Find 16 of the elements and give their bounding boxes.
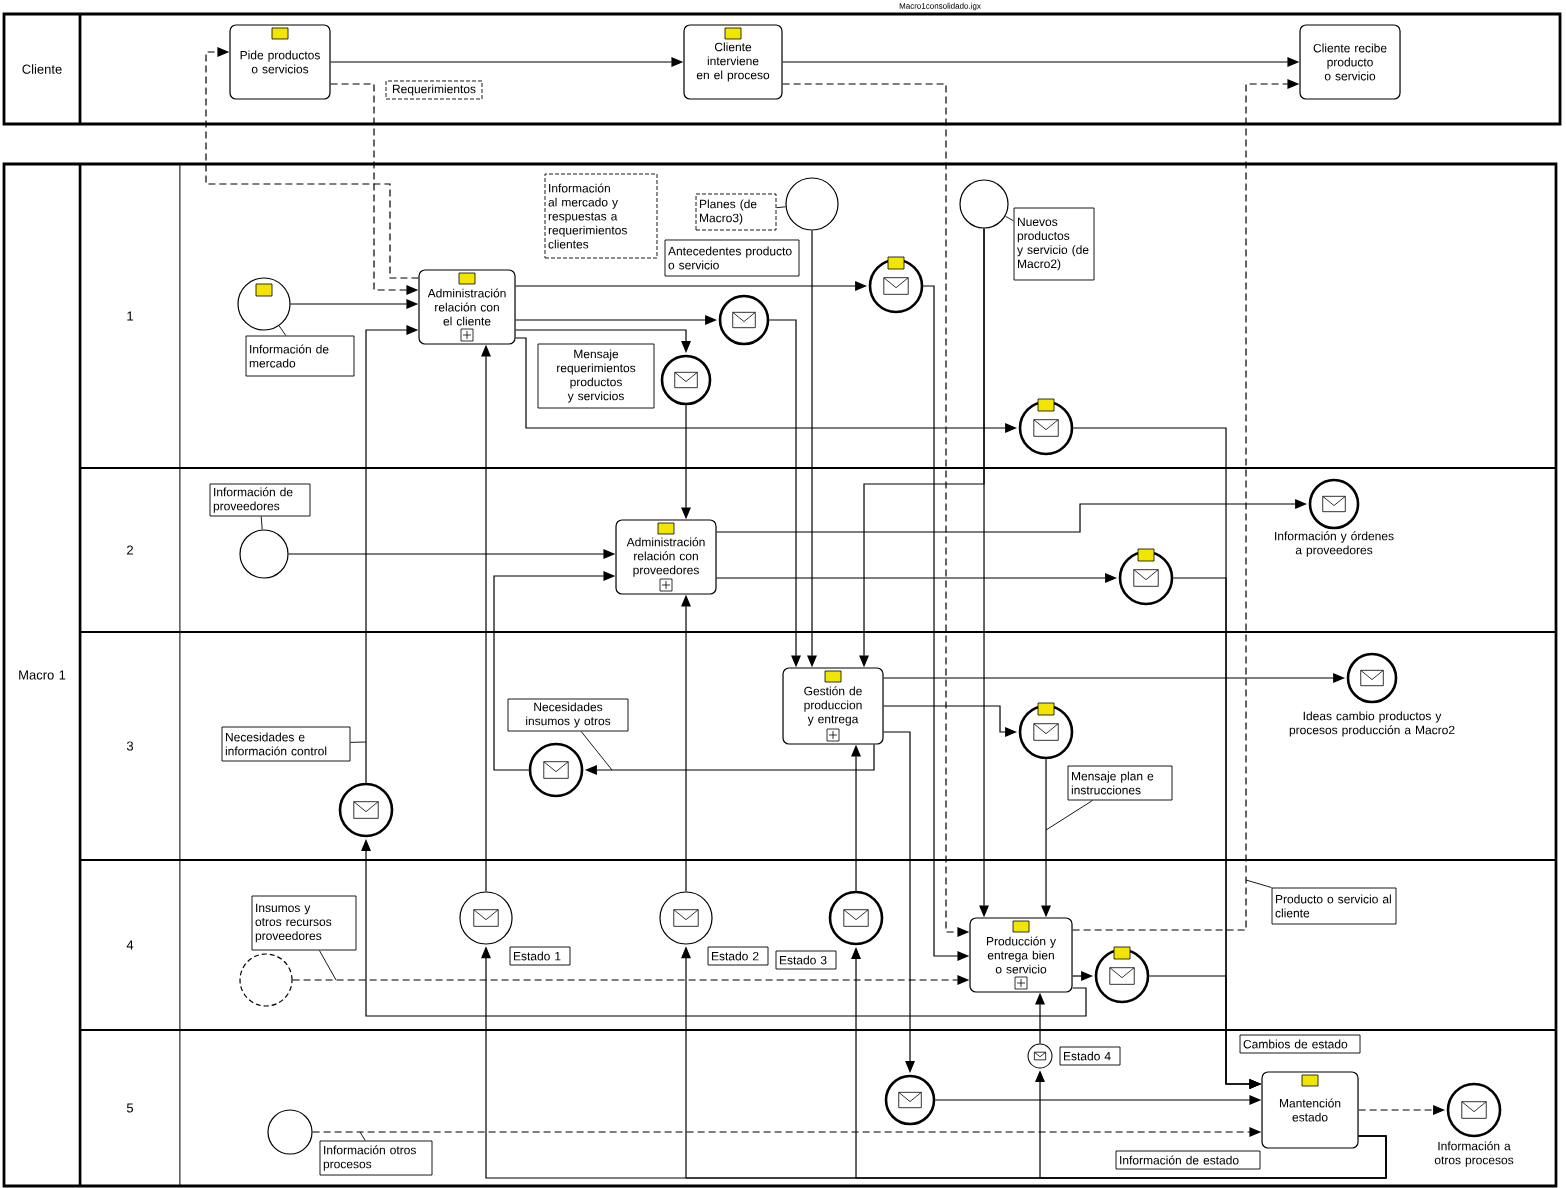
- leader-line: [1245, 879, 1272, 889]
- start-event: [785, 177, 839, 231]
- leader-line: [359, 1131, 366, 1141]
- leader-line: [1045, 800, 1093, 831]
- start-event: [239, 529, 289, 579]
- start-event: [267, 1109, 313, 1155]
- leader-line: [776, 206, 786, 209]
- leader-line: [278, 325, 287, 336]
- leader-line: [1004, 215, 1015, 222]
- start-event: [239, 953, 293, 1007]
- leader-line: [260, 516, 263, 530]
- leader-line: [350, 741, 367, 743]
- start-event: [959, 179, 1009, 229]
- leader-line: [318, 950, 337, 981]
- leader-line: [580, 731, 613, 771]
- dashed-arrow: [205, 47, 419, 279]
